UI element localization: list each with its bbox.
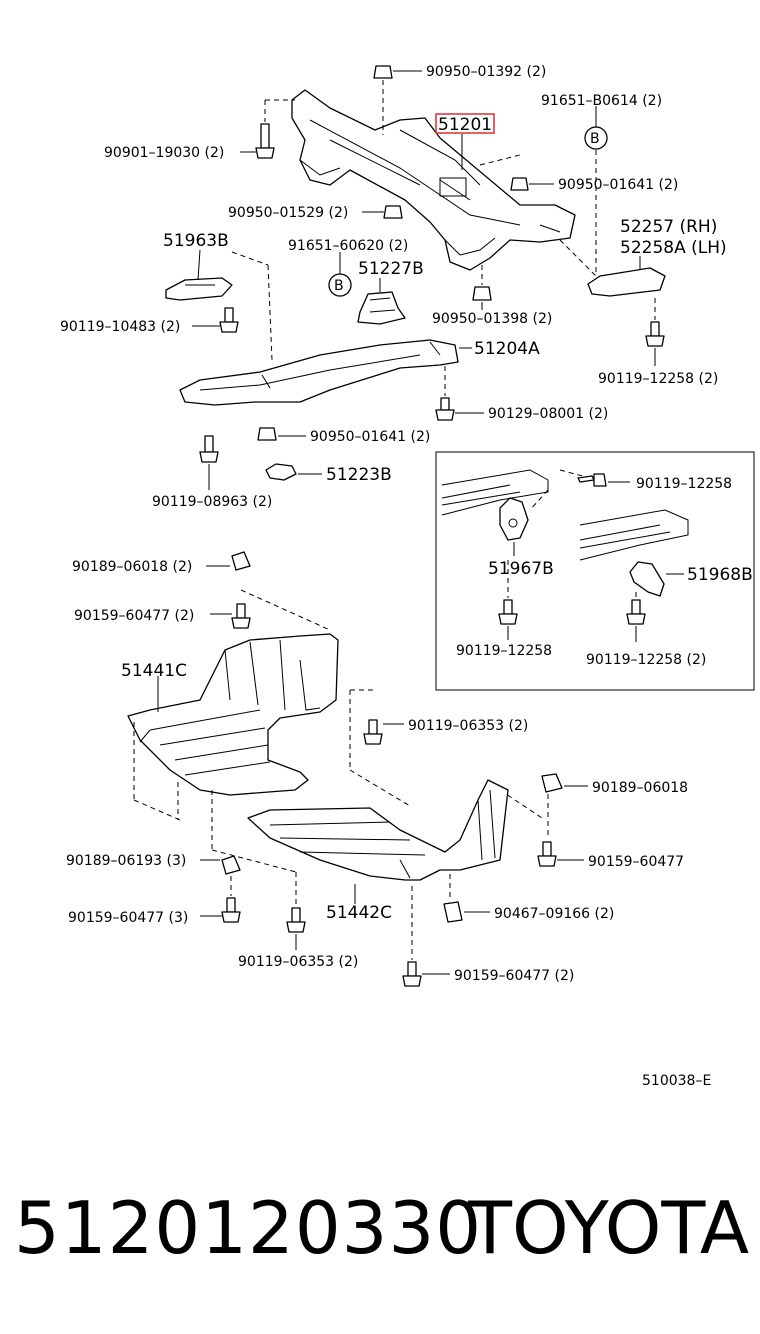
crossmember-51201[interactable] — [291, 89, 576, 271]
label-51204a: 51204A — [474, 339, 540, 359]
drawing-code: 510038–E — [642, 1073, 711, 1089]
mount-51227b[interactable] — [357, 278, 406, 325]
label-90119-12258-inset-top: 90119–12258 — [636, 476, 732, 492]
label-90119-12258-right: 90119–12258 (2) — [598, 371, 718, 387]
bracket-52257-52258a[interactable] — [559, 150, 666, 297]
bolt-90119-12258-inset-right — [626, 592, 646, 642]
label-90950-01398: 90950–01398 (2) — [432, 311, 552, 327]
bolt-90159-60477-right — [537, 841, 584, 867]
clip-90189-06018-right — [499, 773, 588, 838]
cover-51441c[interactable] — [127, 633, 339, 796]
bolt-90119-10483 — [192, 307, 239, 333]
inset-box — [435, 451, 755, 691]
label-51963b: 51963B — [163, 231, 229, 251]
bolt-90129-08001 — [435, 366, 484, 421]
label-90119-06353-bottom: 90119–06353 (2) — [238, 954, 358, 970]
clip-90189-06193 — [200, 855, 241, 875]
label-90189-06018-left: 90189–06018 (2) — [72, 559, 192, 575]
label-90159-60477-left: 90159–60477 (2) — [74, 608, 194, 624]
label-90119-10483: 90119–10483 (2) — [60, 319, 180, 335]
bolt-90159-60477-left — [210, 589, 331, 631]
label-91651-b0614: 91651–B0614 (2) — [541, 93, 662, 109]
label-51441c: 51441C — [121, 661, 187, 681]
label-90119-08963: 90119–08963 (2) — [152, 494, 272, 510]
bolt-90119-06353-mid — [349, 689, 411, 807]
label-90119-12258-inset-left: 90119–12258 — [456, 643, 552, 659]
label-90467-09166: 90467–09166 (2) — [494, 906, 614, 922]
nut-90950-01641-top — [479, 154, 554, 191]
bracket-51967b[interactable] — [499, 497, 529, 556]
ref-marker-b-mid: B — [328, 252, 352, 297]
pad-51223b[interactable] — [265, 463, 322, 481]
label-90901-19030: 90901–19030 (2) — [104, 145, 224, 161]
label-90950-01641-mid: 90950–01641 (2) — [310, 429, 430, 445]
label-51227b: 51227B — [358, 259, 424, 279]
nut-90950-01641-mid — [257, 427, 306, 441]
nut-90950-01392 — [373, 65, 422, 135]
bolt-90119-08963 — [199, 435, 219, 490]
guide-lines-lower — [133, 722, 297, 873]
crossmember-51204a[interactable] — [179, 339, 472, 406]
label-90119-12258-inset-right: 90119–12258 (2) — [586, 652, 706, 668]
label-91651-60620: 91651–60620 (2) — [288, 238, 408, 254]
part-number: 5120120330 — [14, 1186, 483, 1270]
bolt-90119-12258-inset-top — [577, 473, 630, 487]
label-90189-06018-right: 90189–06018 — [592, 780, 688, 796]
label-90189-06193: 90189–06193 (3) — [66, 853, 186, 869]
bolt-90159-60477-bottom-left — [200, 876, 241, 923]
svg-text:B: B — [334, 278, 344, 294]
clip-90189-06018-left — [206, 551, 251, 571]
label-90950-01641-top: 90950–01641 (2) — [558, 177, 678, 193]
label-52257: 52257 (RH) — [620, 217, 717, 237]
label-51442c: 51442C — [326, 903, 392, 923]
label-90159-60477-right: 90159–60477 — [588, 854, 684, 870]
label-51968b: 51968B — [687, 565, 753, 585]
label-90950-01529: 90950–01529 (2) — [228, 205, 348, 221]
nut-90950-01398 — [472, 265, 492, 310]
label-51223b: 51223B — [326, 465, 392, 485]
cover-51442c[interactable] — [247, 779, 509, 904]
bolt-90159-60477-bottom-center — [402, 886, 450, 987]
ref-marker-b-top: B — [584, 106, 608, 150]
label-52258a: 52258A (LH) — [620, 238, 727, 258]
label-51967b: 51967B — [488, 559, 554, 579]
label-90119-06353-mid: 90119–06353 (2) — [408, 718, 528, 734]
bolt-90119-06353-bottom — [286, 872, 306, 950]
bolt-90901-19030 — [240, 99, 295, 159]
parts-diagram: B B — [60, 64, 755, 1089]
bracket-51968b[interactable] — [629, 561, 684, 597]
brand-name: TOYOTA — [468, 1186, 750, 1270]
highlight-box-51201 — [435, 113, 495, 134]
label-90950-01392: 90950–01392 (2) — [426, 64, 546, 80]
label-90159-60477-bottom-center: 90159–60477 (2) — [454, 968, 574, 984]
bolt-90119-12258-right — [645, 298, 665, 366]
label-90159-60477-bottom-left: 90159–60477 (3) — [68, 910, 188, 926]
svg-text:B: B — [590, 131, 600, 147]
label-90129-08001: 90129–08001 (2) — [488, 406, 608, 422]
clip-90467-09166 — [443, 874, 490, 923]
label-51201[interactable]: 51201 — [438, 115, 492, 135]
bolt-90119-12258-inset-left — [498, 560, 518, 640]
bracket-51963b[interactable] — [165, 249, 273, 361]
nut-90950-01529 — [362, 205, 403, 219]
